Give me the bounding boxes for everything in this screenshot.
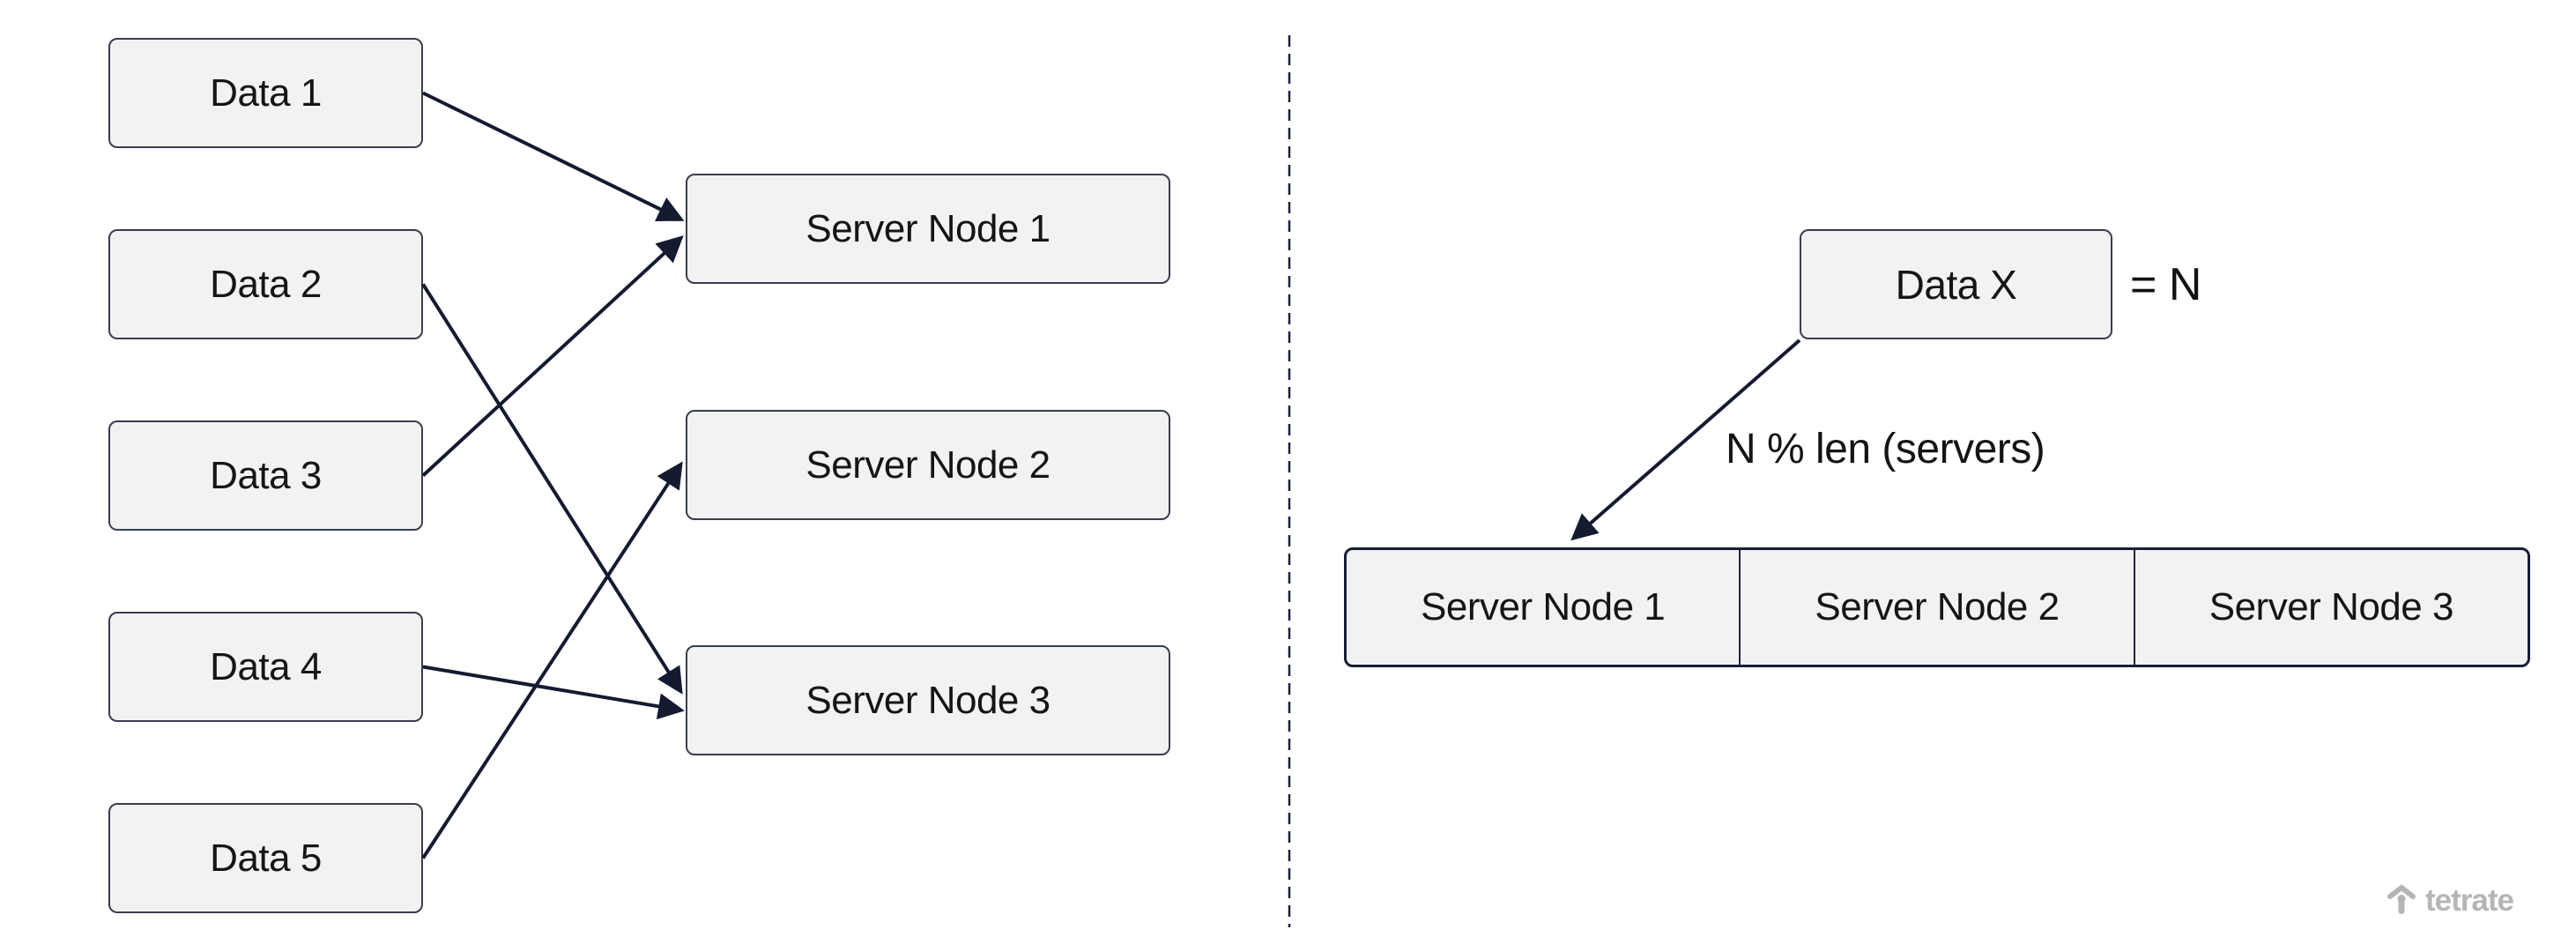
server-row-cell-1: Server Node 1 xyxy=(1421,585,1666,628)
connection-arrow-data-3-to-server-node-1 xyxy=(421,235,684,477)
connection-arrow-data-1-to-server-node-1 xyxy=(422,91,685,221)
equals-n-label: = N xyxy=(2130,258,2201,310)
tetrate-logo-text: tetrate xyxy=(2425,883,2514,918)
server-node-3-box: Server Node 3 xyxy=(686,645,1170,755)
data-1-node: Data 1 xyxy=(108,38,423,148)
server-row-cell-3: Server Node 3 xyxy=(2133,550,2528,665)
data-2-node: Data 2 xyxy=(108,229,423,339)
connection-arrow-data-5-to-server-node-2 xyxy=(421,461,683,859)
tetrate-logo: tetrate xyxy=(2384,881,2514,920)
server-row: Server Node 1 Server Node 2 Server Node … xyxy=(1344,547,2530,667)
server-row-cell-2: Server Node 2 xyxy=(1739,550,2133,665)
modulo-formula-label: N % len (servers) xyxy=(1726,426,2045,472)
connection-arrow-data-2-to-server-node-3 xyxy=(421,283,683,695)
data-4-node: Data 4 xyxy=(108,612,423,722)
data-x-node: Data X xyxy=(1800,229,2112,339)
server-node-1-box: Server Node 1 xyxy=(686,174,1170,284)
server-node-2-box: Server Node 2 xyxy=(686,410,1170,520)
data-5-node: Data 5 xyxy=(108,803,423,913)
data-3-node: Data 3 xyxy=(108,420,423,531)
connection-arrow-data-4-to-server-node-3 xyxy=(422,665,685,720)
tetrate-logo-icon xyxy=(2387,884,2416,914)
